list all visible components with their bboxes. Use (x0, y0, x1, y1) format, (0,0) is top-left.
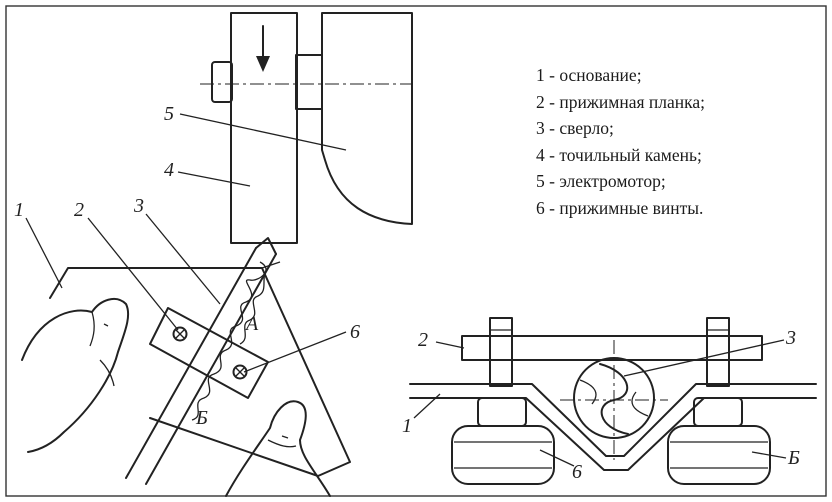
section-clamp-bar (461, 335, 763, 361)
leader-section-1 (413, 393, 441, 419)
callout-2: 2 (74, 199, 84, 221)
callout-3: 3 (133, 195, 144, 217)
leader-section-2 (435, 341, 465, 349)
diagram-frame (5, 5, 827, 497)
section-base-bottom (409, 397, 817, 471)
legend-item-grinding-stone: 4 - точильный камень; (536, 144, 702, 165)
leader-3 (145, 213, 221, 305)
grinding-stone (230, 12, 298, 244)
right-hand (225, 400, 331, 497)
callout-4: 4 (164, 159, 174, 181)
section-callout-3: 3 (785, 327, 796, 349)
screw-shank-left (489, 317, 513, 387)
callout-6: 6 (350, 321, 360, 343)
leader-5 (179, 113, 347, 151)
right-section: 2 3 1 6 Б (402, 317, 817, 485)
section-callout-1: 1 (402, 415, 412, 437)
leader-6 (243, 331, 347, 373)
section-base-top (409, 383, 817, 457)
zone-a-label: A (244, 313, 259, 335)
leader-section-6 (539, 449, 575, 467)
callout-5: 5 (164, 103, 174, 125)
base-plate (49, 267, 351, 477)
knob-right (667, 425, 771, 485)
knob-left (451, 425, 555, 485)
left-assembly: 1 2 3 4 5 6 A Б (14, 12, 413, 497)
screw-shank-right (706, 317, 730, 387)
feed-arrow-icon (256, 56, 270, 72)
legend-item-clamp-screws: 6 - прижимные винты. (536, 197, 704, 218)
parts-legend: 1 - основание; 2 - прижимная планка; 3 -… (536, 62, 705, 222)
leader-4 (177, 171, 251, 187)
legend-item-base: 1 - основание; (536, 65, 642, 85)
callout-1: 1 (14, 199, 24, 221)
leader-section-b (751, 451, 787, 459)
legend-item-electromotor: 5 - электромотор; (536, 171, 666, 192)
legend-item-clamp-bar: 2 - прижимная планка; (536, 91, 705, 112)
screw-nut-right (693, 397, 743, 427)
leader-1 (25, 217, 63, 289)
screw-nut-left (477, 397, 527, 427)
clamp-bar (149, 307, 269, 399)
zone-b-label: Б (195, 407, 208, 429)
shaft-stub (211, 61, 233, 103)
section-callout-b: Б (787, 447, 800, 469)
legend-item-drill: 3 - сверло; (536, 118, 614, 139)
left-hand (21, 297, 130, 453)
leader-2 (87, 217, 179, 331)
section-callout-6: 6 (572, 461, 582, 483)
section-callout-2: 2 (418, 329, 428, 351)
motor-shaft (295, 54, 323, 110)
leader-section-3 (623, 339, 785, 377)
electromotor-body (321, 12, 413, 225)
drill-bit (125, 237, 277, 485)
